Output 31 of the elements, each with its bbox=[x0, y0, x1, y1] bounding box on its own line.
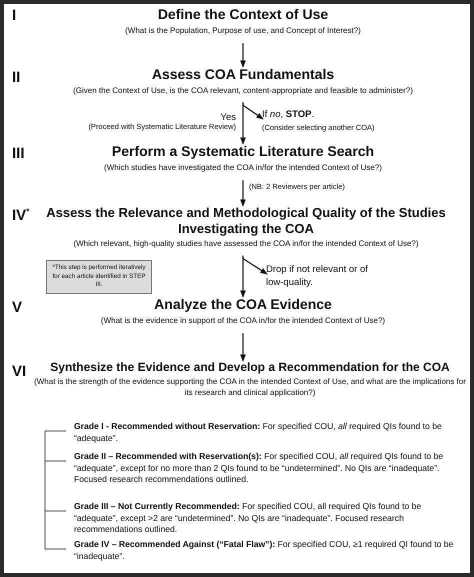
grade-description: Grade III – Not Currently Recommended: For specified COU, all required QIs found to be “adequate”, except >2 are “undetermined”. No QIs are “inadequate”. Focused research recommendations outlined. bbox=[74, 501, 422, 536]
grade-description: Grade IV – Recommended Against (“Fatal Flaw”): For specified COU, ≥1 required QI found to be “inadequate”. bbox=[74, 539, 454, 562]
step-question: (What is the strength of the evidence supporting the COA in the intended Context of Use, and what are the implications for its research and clinical application?) bbox=[34, 377, 466, 398]
step-number: III bbox=[12, 146, 25, 161]
step-number: IV$^{*}$ bbox=[12, 208, 30, 223]
step-heading: Perform a Systematic Literature Search bbox=[110, 143, 376, 160]
step-heading: Analyze the COA Evidence bbox=[153, 296, 333, 313]
arrow bbox=[240, 43, 246, 68]
branch-text: If no, STOP. bbox=[262, 109, 316, 122]
step-number: VI bbox=[12, 364, 26, 379]
step-heading: Synthesize the Evidence and Develop a Recommendation for the COA bbox=[49, 360, 451, 374]
arrow bbox=[240, 256, 246, 298]
arrow bbox=[242, 256, 268, 274]
arrow bbox=[240, 180, 246, 207]
step-question: (What is the Population, Purpose of use, and Concept of Interest?) bbox=[124, 26, 362, 36]
step-number: I bbox=[12, 8, 16, 23]
step-question: (Given the Context of Use, is the COA relevant, content-appropriate and feasible to administer?) bbox=[72, 86, 414, 96]
step-question: (What is the evidence in support of the COA in/for the intended Context of Use?) bbox=[100, 316, 386, 326]
step-question: (Which studies have investigated the COA in/for the intended Context of Use?) bbox=[103, 162, 383, 174]
grade-description: Grade II – Recommended with Reservation(s): For specified COU, all required QIs found to be “adequate”, except for no more than 2 QIs found to be “undetermined”. No QIs are “inadequate”. Focused research recommendations outlined. bbox=[74, 451, 444, 486]
step-heading: Assess COA Fundamentals bbox=[150, 66, 336, 83]
branch-text: Drop if not relevant or of low-quality. bbox=[266, 264, 369, 290]
step-heading: Assess the Relevance and Methodological Quality of the Studies Investigating the COA bbox=[45, 205, 447, 236]
grade-description: Grade I - Recommended without Reservation: For specified COU, all required QIs found to be “adequate”. bbox=[74, 421, 443, 444]
arrow bbox=[240, 333, 246, 362]
arrow bbox=[242, 102, 264, 120]
step-heading: Define the Context of Use bbox=[156, 6, 330, 23]
arrow bbox=[240, 103, 246, 145]
step-number: II bbox=[12, 70, 20, 85]
step-number: V bbox=[12, 300, 22, 315]
step-question: (Which relevant, high-quality studies have assessed the COA in/for the intended Context of Use?) bbox=[72, 239, 420, 250]
